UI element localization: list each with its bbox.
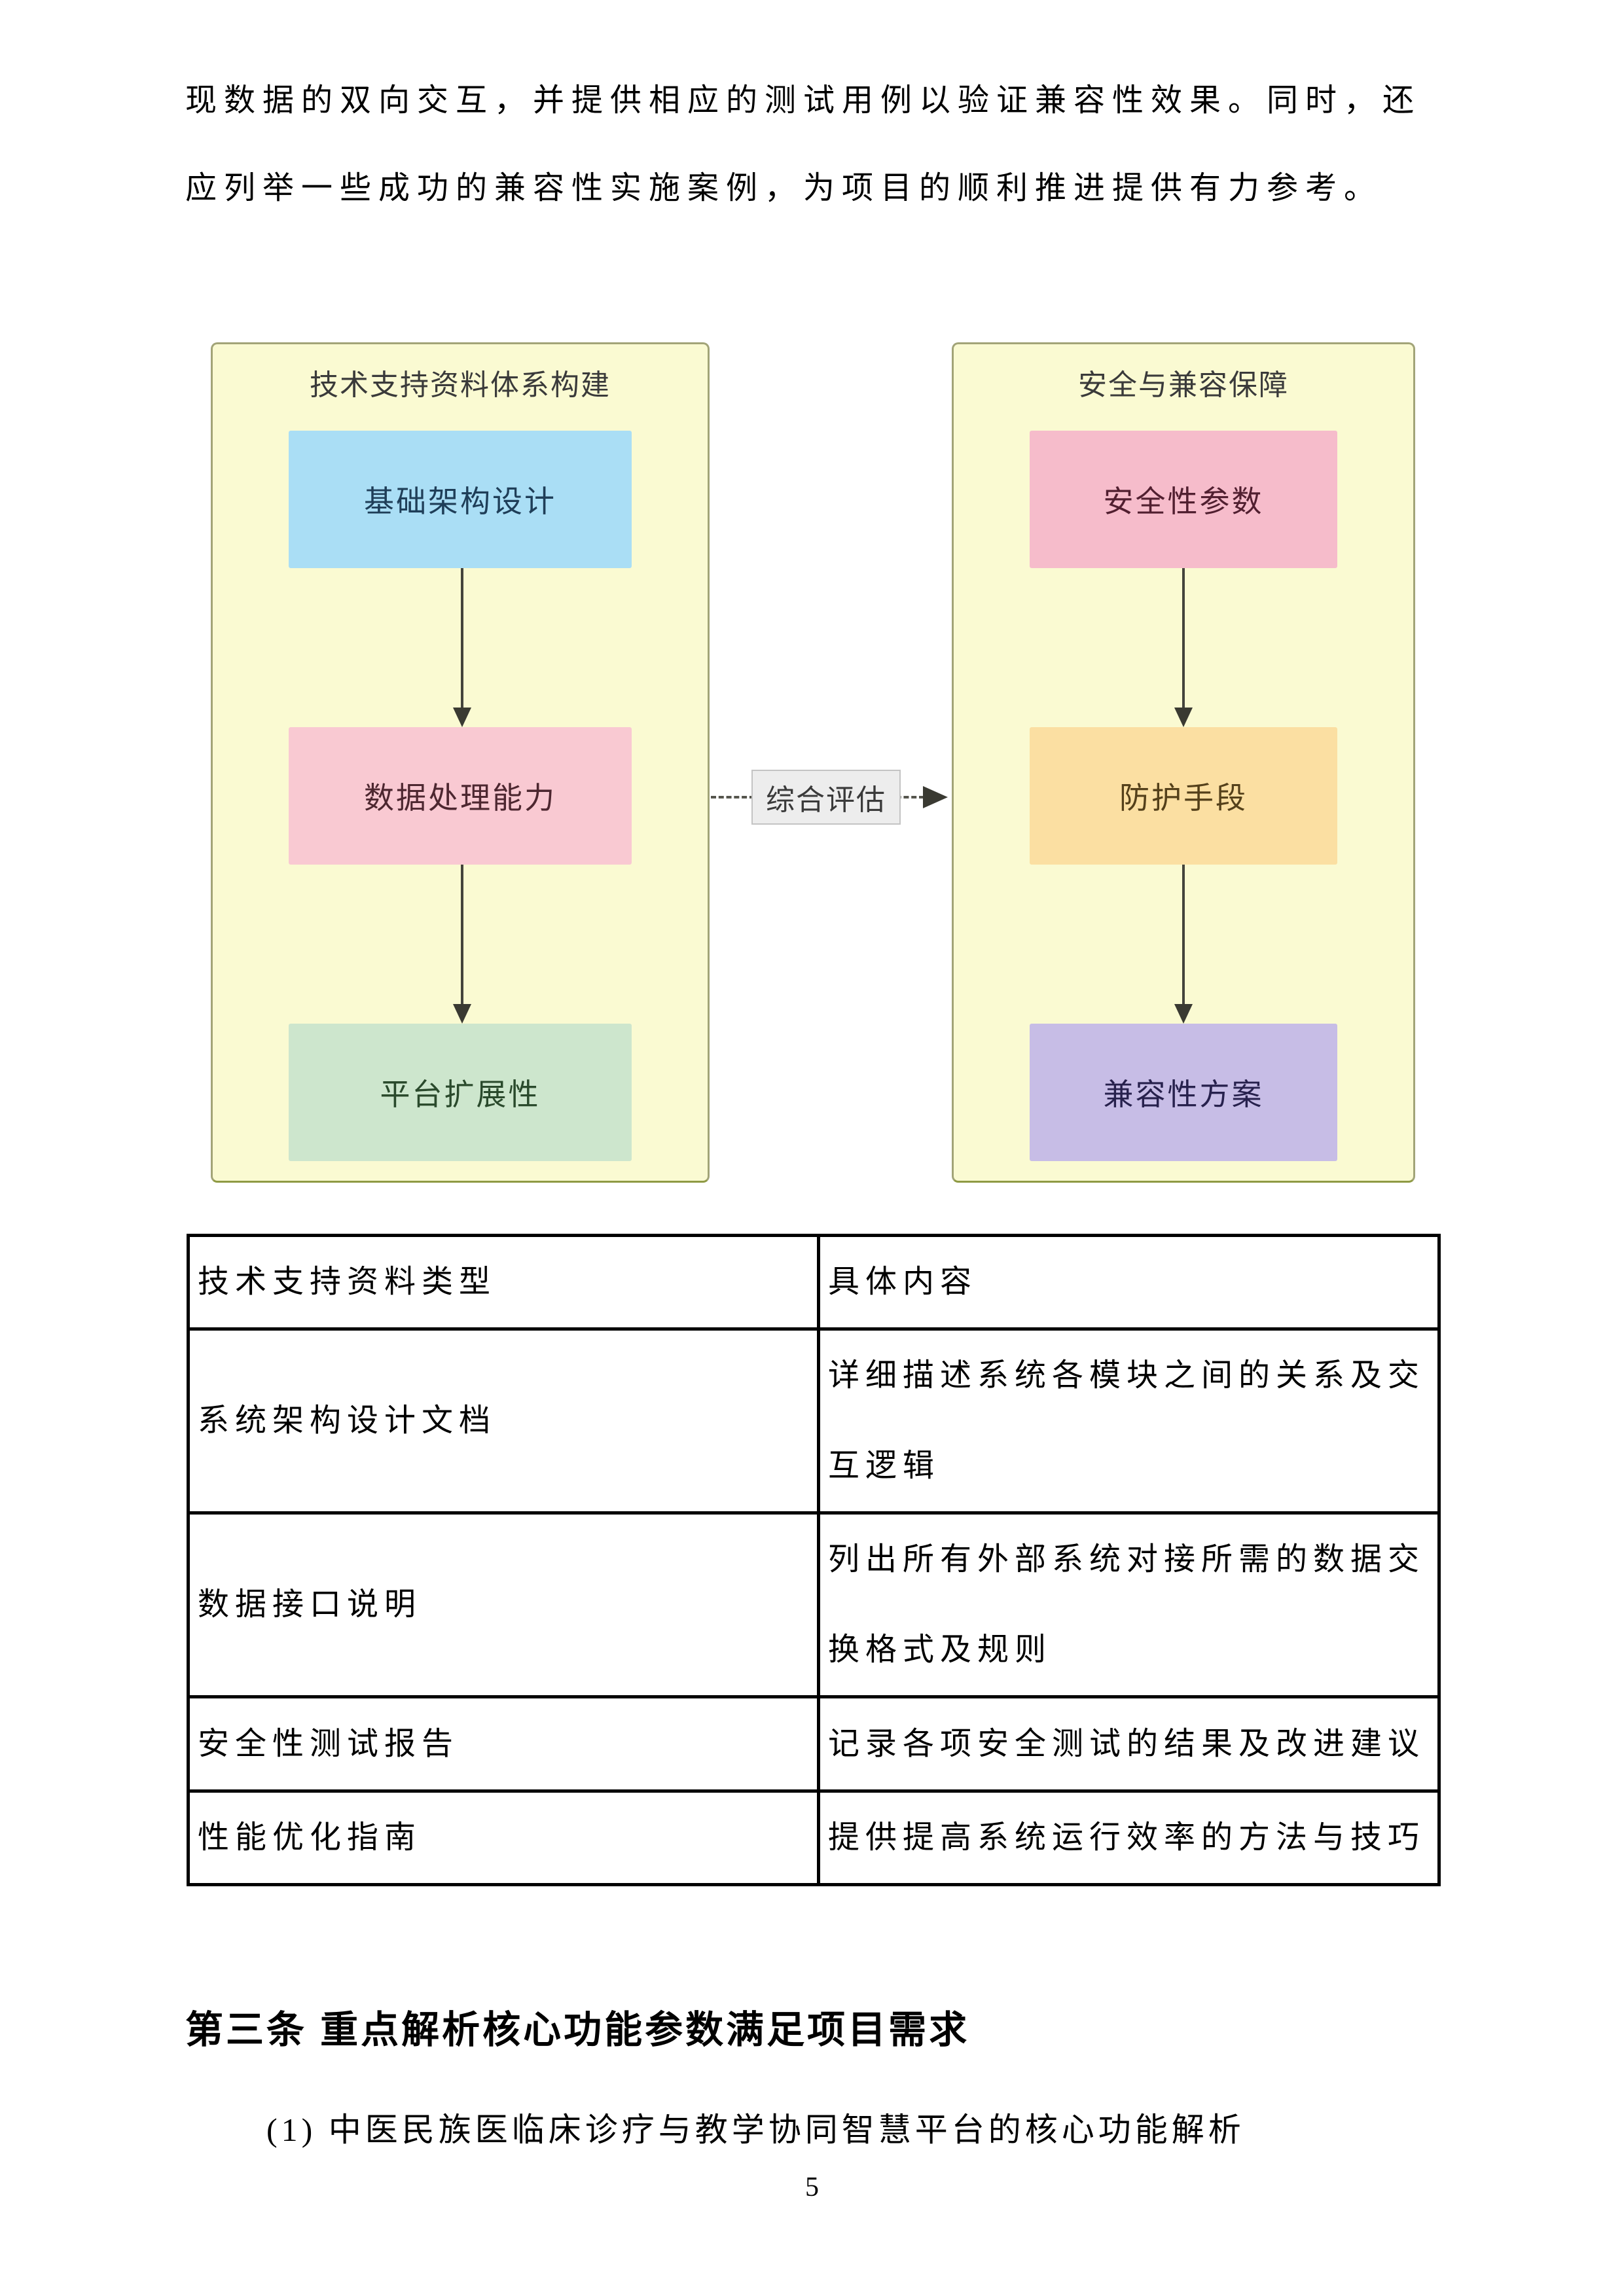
- down-arrow-icon: [453, 1004, 471, 1024]
- section-item-1: (1) 中医民族医临床诊疗与教学协同智慧平台的核心功能解析: [266, 2111, 1245, 2148]
- table-cell-line: 提供提高系统运行效率的方法与技巧: [828, 1820, 1426, 1855]
- table-cell-line: 换格式及规则: [828, 1632, 1053, 1667]
- flowchart-node-data-processing: 数据处理能力: [289, 727, 632, 865]
- flowchart-node-label: 基础架构设计: [364, 484, 556, 518]
- connector-label: 综合评估: [751, 770, 901, 825]
- intro-paragraph-line-1: 现数据的双向交互，并提供相应的测试用例以验证兼容性效果。同时，还: [185, 83, 1422, 118]
- flowchart-node-label: 安全性参数: [1103, 484, 1264, 518]
- flowchart-left-title: 技术支持资料体系构建: [310, 369, 611, 401]
- flowchart-node-protection-measures: 防护手段: [1030, 727, 1337, 865]
- page-number: 5: [805, 2172, 819, 2202]
- right-arrow-icon: [923, 786, 948, 808]
- table-cell-type: 性能优化指南: [187, 1789, 820, 1886]
- flowchart-container-right: 安全与兼容保障 安全性参数 防护手段 兼容性方案: [952, 342, 1415, 1183]
- table-cell-content: 提供提高系统运行效率的方法与技巧: [817, 1789, 1441, 1886]
- down-arrow-icon: [453, 708, 471, 727]
- table-header-type: 技术支持资料类型: [187, 1234, 820, 1331]
- table-row: 系统架构设计文档 详细描述系统各模块之间的关系及交 互逻辑: [187, 1327, 1441, 1515]
- table-row: 数据接口说明 列出所有外部系统对接所需的数据交 换格式及规则: [187, 1511, 1441, 1698]
- flowchart-node-label: 数据处理能力: [364, 781, 556, 815]
- table-cell-content: 详细描述系统各模块之间的关系及交 互逻辑: [817, 1327, 1441, 1515]
- flowchart-container-left: 技术支持资料体系构建 基础架构设计 数据处理能力 平台扩展性: [211, 342, 710, 1183]
- flowchart-node-infrastructure-design: 基础架构设计: [289, 431, 632, 568]
- table-cell-line: 详细描述系统各模块之间的关系及交: [828, 1358, 1426, 1393]
- down-arrow-line: [1182, 865, 1185, 1005]
- table-row: 性能优化指南 提供提高系统运行效率的方法与技巧: [187, 1789, 1441, 1886]
- table-cell-type: 数据接口说明: [187, 1511, 820, 1698]
- table-cell-content: 列出所有外部系统对接所需的数据交 换格式及规则: [817, 1511, 1441, 1698]
- flowchart-node-security-parameters: 安全性参数: [1030, 431, 1337, 568]
- table-row: 安全性测试报告 记录各项安全测试的结果及改进建议: [187, 1695, 1441, 1793]
- section-heading: 第三条 重点解析核心功能参数满足项目需求: [185, 2009, 970, 2051]
- table-cell-type: 安全性测试报告: [187, 1695, 820, 1793]
- flowchart-node-label: 兼容性方案: [1103, 1077, 1264, 1111]
- flowchart-node-label: 平台扩展性: [380, 1077, 541, 1111]
- flowchart-node-platform-extensibility: 平台扩展性: [289, 1024, 632, 1161]
- table-cell-line: 记录各项安全测试的结果及改进建议: [828, 1726, 1426, 1761]
- table-cell-content: 记录各项安全测试的结果及改进建议: [817, 1695, 1441, 1793]
- flowchart-node-label: 防护手段: [1119, 781, 1248, 815]
- table-cell-line: 互逻辑: [828, 1448, 941, 1483]
- down-arrow-line: [1182, 568, 1185, 709]
- table-cell-line: 列出所有外部系统对接所需的数据交: [828, 1542, 1426, 1577]
- down-arrow-icon: [1174, 1004, 1193, 1024]
- flowchart-node-compatibility-plan: 兼容性方案: [1030, 1024, 1337, 1161]
- flowchart-right-title: 安全与兼容保障: [1078, 369, 1289, 401]
- intro-paragraph-line-2: 应列举一些成功的兼容性实施案例，为项目的顺利推进提供有力参考。: [185, 171, 1383, 206]
- table-header-row: 技术支持资料类型 具体内容: [187, 1234, 1441, 1331]
- down-arrow-line: [461, 568, 463, 709]
- down-arrow-line: [461, 865, 463, 1005]
- down-arrow-icon: [1174, 708, 1193, 727]
- table-cell-type: 系统架构设计文档: [187, 1327, 820, 1515]
- table-header-content: 具体内容: [817, 1234, 1441, 1331]
- support-material-table: 技术支持资料类型 具体内容 系统架构设计文档 详细描述系统各模块之间的关系及交 …: [187, 1234, 1441, 1886]
